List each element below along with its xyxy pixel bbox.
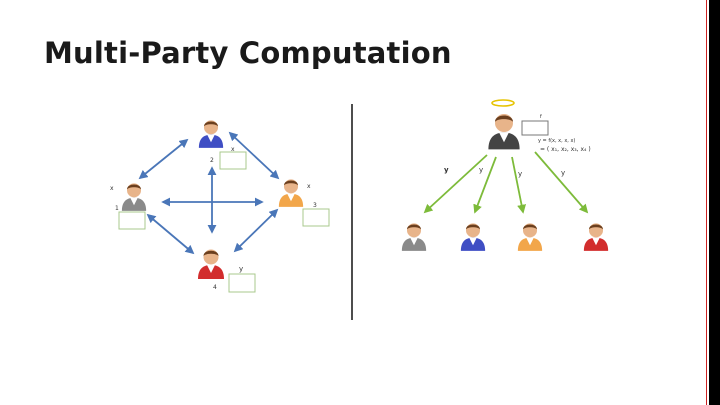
party-id: 3 bbox=[313, 202, 317, 209]
person-icon bbox=[121, 183, 147, 211]
recipient-gray bbox=[401, 223, 427, 251]
party-3: x 3 bbox=[278, 179, 330, 227]
output-label-2: y bbox=[479, 166, 483, 174]
input-box bbox=[118, 211, 146, 230]
arrow-3-4 bbox=[233, 208, 279, 253]
right-edge-accent bbox=[706, 0, 707, 405]
trusted-party: f y = f(x, x, x, x) = ( x₁, x₂, x₃, x₄ ) bbox=[488, 99, 591, 153]
person-icon bbox=[488, 114, 520, 150]
formula-bottom: = ( x₁, x₂, x₃, x₄ ) bbox=[540, 146, 591, 153]
right-edge-bar bbox=[709, 0, 720, 405]
function-box bbox=[521, 120, 549, 136]
person-icon bbox=[198, 120, 224, 148]
input-box bbox=[302, 208, 330, 227]
output-arrow-3 bbox=[511, 156, 527, 214]
formula-top: y = f(x, x, x, x) bbox=[538, 138, 575, 144]
output-label-3: y bbox=[518, 170, 522, 178]
party-4: y 4 bbox=[198, 249, 256, 293]
arrow-1-4 bbox=[146, 213, 195, 255]
function-label: f bbox=[540, 114, 542, 120]
party-input-label: y bbox=[239, 265, 243, 273]
party-input-label: x bbox=[231, 146, 235, 153]
arrow-2-3 bbox=[228, 131, 280, 180]
party-1: x 1 bbox=[110, 183, 147, 230]
recipient-red bbox=[583, 223, 609, 251]
arrow-2-1 bbox=[138, 138, 189, 180]
halo-icon bbox=[491, 99, 515, 107]
person-icon bbox=[278, 179, 304, 207]
party-id: 4 bbox=[213, 284, 217, 291]
person-icon bbox=[198, 249, 224, 279]
output-arrow-2 bbox=[473, 156, 497, 214]
slide-title: Multi-Party Computation bbox=[44, 36, 452, 70]
party-id: 2 bbox=[210, 157, 214, 164]
party-input-label: x bbox=[110, 185, 114, 192]
input-box bbox=[228, 273, 256, 293]
output-arrow-1 bbox=[423, 154, 488, 214]
party-input-label: x bbox=[307, 183, 311, 190]
party-id: 1 bbox=[115, 205, 119, 212]
output-label-1: y bbox=[444, 166, 449, 174]
trusted-party-model: f y = f(x, x, x, x) = ( x₁, x₂, x₃, x₄ )… bbox=[401, 99, 609, 251]
input-box bbox=[219, 151, 247, 170]
peer-network: 2 x x 1 x 3 y 4 bbox=[110, 120, 330, 293]
recipient-orange bbox=[517, 223, 543, 251]
party-2: 2 x bbox=[198, 120, 247, 170]
output-label-4: y bbox=[561, 169, 565, 177]
recipient-blue bbox=[460, 223, 486, 251]
output-arrow-4 bbox=[534, 151, 589, 214]
